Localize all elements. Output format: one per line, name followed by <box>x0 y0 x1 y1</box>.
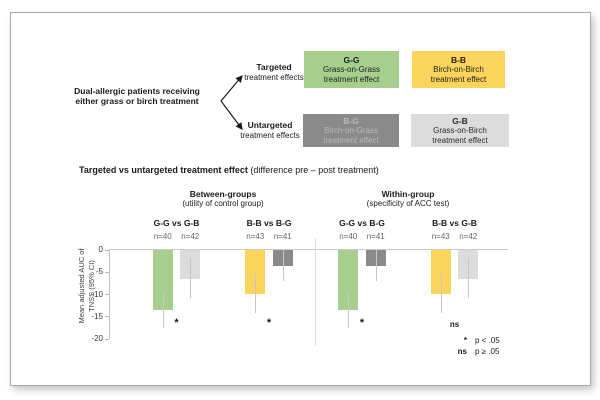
bar-B-B <box>430 250 451 294</box>
box-line2: treatment effect <box>430 74 487 84</box>
ci-whisker-B-G <box>375 250 377 281</box>
legend-ns-symbol: ns <box>457 347 467 356</box>
untargeted-subtitle: treatment effects <box>240 130 300 140</box>
y-tick-mark <box>105 271 109 273</box>
group-label: G-G vs G-B <box>153 218 200 228</box>
panel-header-subtitle: (utility of control group) <box>182 199 264 208</box>
treatment-box-grass-on-grass: G-G Grass-on-Grass treatment effect <box>304 51 399 88</box>
bar-G-G <box>152 250 173 311</box>
ci-whisker-B-B <box>255 274 257 313</box>
chart-title: Targeted vs untargeted treatment effect … <box>79 165 379 175</box>
bar-n-count: n=43 <box>431 232 450 241</box>
legend-asterisk-text: p < .05 <box>475 336 500 345</box>
bar-n-count: n=40 <box>339 232 358 241</box>
ci-whisker-G-G <box>162 291 164 328</box>
asterisk-marker: * <box>174 317 179 329</box>
bar-n-count: n=42 <box>459 232 478 241</box>
bar-n-count: n=41 <box>366 232 385 241</box>
zero-gridline <box>109 249 508 250</box>
group-label: B-B vs B-G <box>246 218 292 228</box>
group-label: G-G vs B-G <box>339 218 385 228</box>
ci-whisker-G-B <box>190 257 192 298</box>
box-code: G-G <box>343 54 360 65</box>
branch-untargeted-label: Untargeted treatment effects <box>224 120 316 140</box>
box-line1: Birch-on-Birch <box>433 64 484 74</box>
ci-whisker-B-B <box>440 274 442 313</box>
legend-row-nonsignificant: ns p ≥ .05 <box>441 346 551 357</box>
bar-n-count: n=40 <box>153 232 172 241</box>
ci-whisker-G-G <box>348 291 350 328</box>
asterisk-marker: * <box>359 317 365 329</box>
bar-n-count: n=42 <box>181 232 200 241</box>
asterisk-marker: * <box>266 317 272 329</box>
panel-separator-line <box>315 238 316 346</box>
untargeted-title: Untargeted <box>247 120 293 130</box>
significance-legend: * p < .05 ns p ≥ .05 <box>441 335 551 357</box>
targeted-title: Targeted <box>256 62 292 72</box>
y-tick-label: -20 <box>91 334 103 344</box>
root-population-label: Dual-allergic patients receiving either … <box>57 86 217 106</box>
panel-header-subtitle: (specificity of ACC test) <box>366 199 450 208</box>
box-line2: treatment effect <box>323 135 379 145</box>
panel-header-title: Within-group <box>381 189 435 199</box>
root-label-line2: either grass or birch treatment <box>75 95 199 106</box>
figure-card: Dual-allergic patients receiving either … <box>10 12 591 386</box>
box-line2: treatment effect <box>323 74 380 84</box>
box-line1: Grass-on-Birch <box>433 125 487 135</box>
targeted-subtitle: treatment effects <box>244 72 304 82</box>
legend-row-significant: * p < .05 <box>441 335 551 346</box>
root-label-line1: Dual-allergic patients receiving <box>74 86 200 96</box>
ns-marker: ns <box>449 320 460 329</box>
y-tick-label: -10 <box>91 289 103 299</box>
y-tick-mark <box>105 316 109 318</box>
bar-n-count: n=43 <box>246 232 265 241</box>
y-axis-line <box>109 249 110 339</box>
bar-n-count: n=41 <box>273 232 292 241</box>
legend-asterisk-symbol: * <box>463 336 467 345</box>
y-tick-mark <box>105 294 109 296</box>
y-tick-label: -15 <box>91 311 103 321</box>
treatment-box-grass-on-birch: G-B Grass-on-Birch treatment effect <box>411 114 509 147</box>
box-line1: Grass-on-Grass <box>323 64 380 74</box>
box-code: B-B <box>450 54 467 65</box>
y-tick-label: -5 <box>95 267 103 277</box>
group-label: B-B vs G-B <box>432 218 477 228</box>
legend-ns-text: p ≥ .05 <box>475 347 500 356</box>
y-tick-label: 0 <box>98 245 103 254</box>
branch-arrows-icon <box>220 75 243 130</box>
ci-whisker-G-B <box>468 257 470 298</box>
y-tick-mark <box>105 338 109 340</box>
bar-B-B <box>245 250 266 294</box>
treatment-box-birch-on-birch: B-B Birch-on-Birch treatment effect <box>412 51 505 88</box>
box-code: G-B <box>452 115 468 126</box>
panel-header-title: Between-groups <box>189 189 257 199</box>
ci-whisker-B-G <box>282 250 284 281</box>
panel-header-between-groups: Between-groups (utility of control group… <box>138 189 308 209</box>
chart-title-main: Targeted vs untargeted treatment effect <box>79 165 248 175</box>
branch-targeted-label: Targeted treatment effects <box>228 62 320 82</box>
box-line2: treatment effect <box>432 135 488 145</box>
y-tick-mark <box>105 249 109 251</box>
bar-G-G <box>338 250 359 311</box>
box-code: B-G <box>343 115 359 126</box>
box-line1: Birch-on-Grass <box>324 125 378 135</box>
treatment-box-birch-on-grass: B-G Birch-on-Grass treatment effect <box>303 114 399 147</box>
chart-title-paren: (difference pre – post treatment) <box>247 165 379 175</box>
panel-header-within-group: Within-group (specificity of ACC test) <box>323 189 493 209</box>
